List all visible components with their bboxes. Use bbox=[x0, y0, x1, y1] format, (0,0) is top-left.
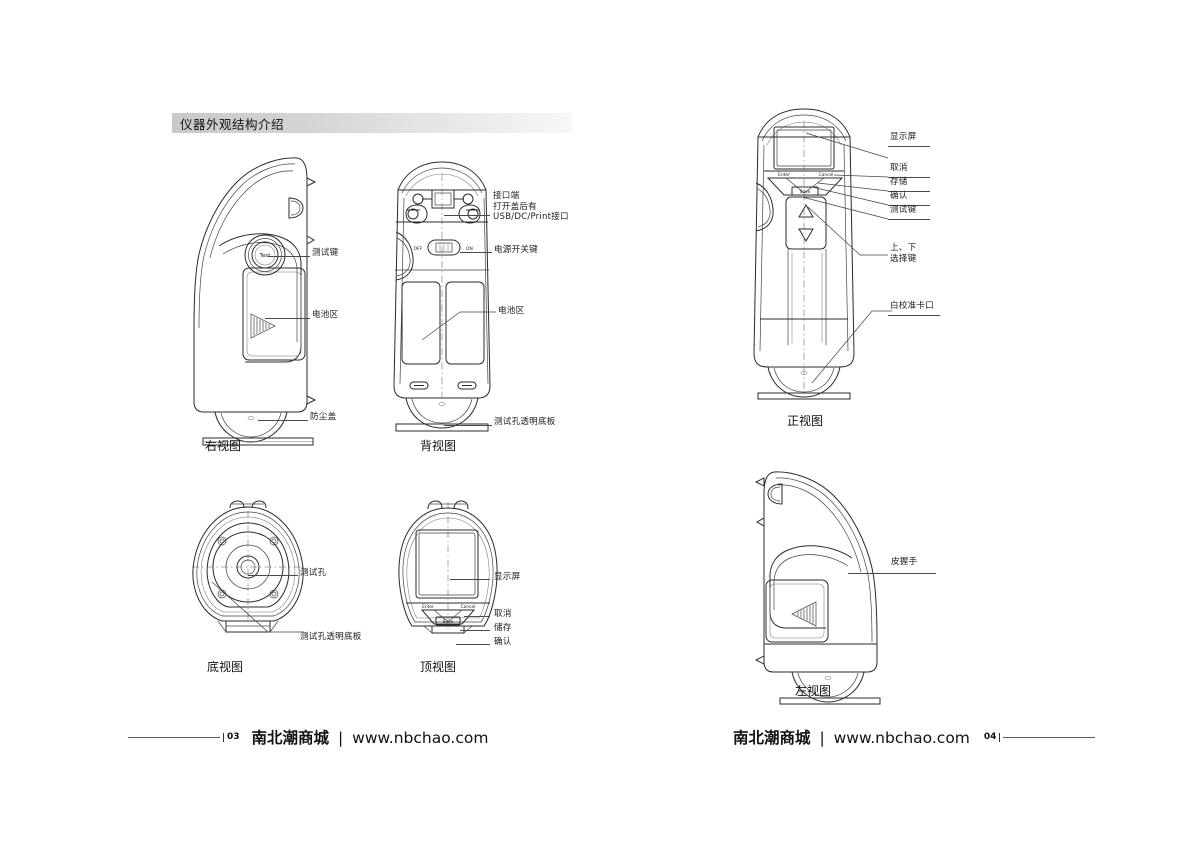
label-front-test-key: 测试键 bbox=[890, 205, 917, 215]
leader-left-hand-strap bbox=[848, 573, 936, 574]
footer-right-page: 南北潮商城 | www.nbchao.com 04 bbox=[733, 726, 1096, 748]
footer-right-rule bbox=[1003, 736, 1096, 738]
leader-top-display bbox=[450, 579, 490, 580]
leader-back-power-switch bbox=[460, 252, 492, 253]
label-right-battery: 电池区 bbox=[312, 310, 339, 320]
footer-right-brand-name: 南北潮商城 bbox=[733, 729, 811, 747]
label-front-display: 显示屏 bbox=[890, 132, 917, 142]
leader-top-save bbox=[460, 630, 490, 631]
label-left-hand-strap: 皮握手 bbox=[891, 557, 918, 567]
label-back-port: 接口端 打开盖后有 USB/DC/Print接口 bbox=[493, 191, 569, 222]
caption-left-view: 左视图 bbox=[795, 684, 832, 698]
footer-left-tick bbox=[223, 732, 224, 742]
leader-front-confirm-rule bbox=[888, 205, 930, 206]
caption-right-view: 右视图 bbox=[205, 439, 242, 453]
label-right-test-key: 测试键 bbox=[312, 248, 339, 258]
label-front-calibration-port: 白校准卡口 bbox=[890, 301, 934, 311]
label-bottom-test-window: 测试孔透明底板 bbox=[300, 632, 362, 642]
leader-back-test-window bbox=[444, 425, 492, 426]
leader-right-test-key bbox=[268, 256, 310, 257]
footer-right-url[interactable]: www.nbchao.com bbox=[833, 729, 970, 747]
label-back-battery: 电池区 bbox=[498, 306, 525, 316]
leader-right-battery bbox=[265, 318, 310, 319]
section-title: 仪器外观结构介绍 bbox=[180, 116, 285, 132]
label-front-cancel: 取消 bbox=[890, 163, 908, 173]
label-top-save: 储存 bbox=[494, 623, 512, 633]
leader-front-test-key-rule bbox=[888, 219, 930, 220]
bottom-view-drawing bbox=[192, 500, 304, 633]
back-view-drawing: OFF ON bbox=[393, 161, 491, 432]
test-button-text: Test bbox=[258, 253, 271, 259]
label-top-cancel: 取消 bbox=[494, 609, 512, 619]
top-view-drawing: Enter Cancel Save bbox=[398, 500, 498, 634]
footer-right-separator: | bbox=[819, 729, 825, 747]
footer-left-separator: | bbox=[337, 729, 344, 747]
leader-front-display-rule bbox=[888, 146, 930, 147]
label-back-test-window: 测试孔透明底板 bbox=[494, 417, 556, 427]
leader-front-save-rule bbox=[888, 191, 930, 192]
front-key-cancel-text: Cancel bbox=[819, 172, 834, 178]
label-front-save: 存储 bbox=[890, 177, 908, 187]
right-view-drawing: Test bbox=[193, 157, 317, 446]
leader-back-battery bbox=[421, 311, 496, 341]
leader-top-cancel bbox=[464, 616, 490, 617]
label-top-display: 显示屏 bbox=[494, 572, 521, 582]
footer-left-rule bbox=[128, 736, 220, 738]
footer-right-tick bbox=[999, 732, 1001, 742]
footer-left-page-number: 03 bbox=[227, 732, 240, 742]
switch-off-text: OFF bbox=[413, 246, 422, 252]
footer-left-brand-name: 南北潮商城 bbox=[251, 729, 330, 747]
label-back-power-switch: 电源开关键 bbox=[494, 245, 538, 255]
label-front-updown-keys: 上、下 选择键 bbox=[890, 243, 917, 264]
leader-top-confirm bbox=[456, 644, 490, 645]
caption-top-view: 顶视图 bbox=[420, 660, 457, 674]
footer-right-page-number: 04 bbox=[983, 732, 997, 742]
caption-front-view: 正视图 bbox=[787, 414, 824, 428]
leader-front-calibration-rule bbox=[888, 315, 940, 316]
front-key-enter-text: Enter bbox=[778, 172, 790, 178]
front-view-drawing: Enter Cancel Save bbox=[753, 108, 855, 400]
leader-back-port bbox=[444, 215, 490, 216]
section-header-bar: 仪器外观结构介绍 bbox=[172, 113, 572, 133]
left-view-drawing bbox=[754, 471, 881, 705]
leader-front-cancel-rule bbox=[888, 177, 930, 178]
label-bottom-test-hole: 测试孔 bbox=[300, 568, 327, 578]
leader-right-dust-cover bbox=[258, 420, 308, 421]
switch-on-text: ON bbox=[466, 246, 473, 252]
footer-left-brand: 南北潮商城 | www.nbchao.com bbox=[252, 726, 489, 748]
footer-right-brand: 南北潮商城 | www.nbchao.com bbox=[733, 726, 970, 748]
top-key-cancel-text: Cancel bbox=[461, 604, 476, 610]
footer-left-url[interactable]: www.nbchao.com bbox=[352, 729, 489, 747]
caption-back-view: 背视图 bbox=[420, 439, 457, 453]
leader-bottom-test-window bbox=[211, 581, 304, 633]
footer-left-page: 03 南北潮商城 | www.nbchao.com bbox=[128, 726, 488, 748]
top-key-enter-text: Enter bbox=[422, 604, 434, 610]
label-front-confirm: 确认 bbox=[890, 191, 908, 201]
front-view-leader-lines bbox=[801, 132, 892, 384]
front-key-save-text: Save bbox=[800, 189, 811, 195]
leader-bottom-test-hole bbox=[248, 575, 298, 576]
caption-bottom-view: 底视图 bbox=[207, 660, 244, 674]
label-right-dust-cover: 防尘盖 bbox=[310, 412, 337, 422]
label-top-confirm: 确认 bbox=[494, 637, 512, 647]
